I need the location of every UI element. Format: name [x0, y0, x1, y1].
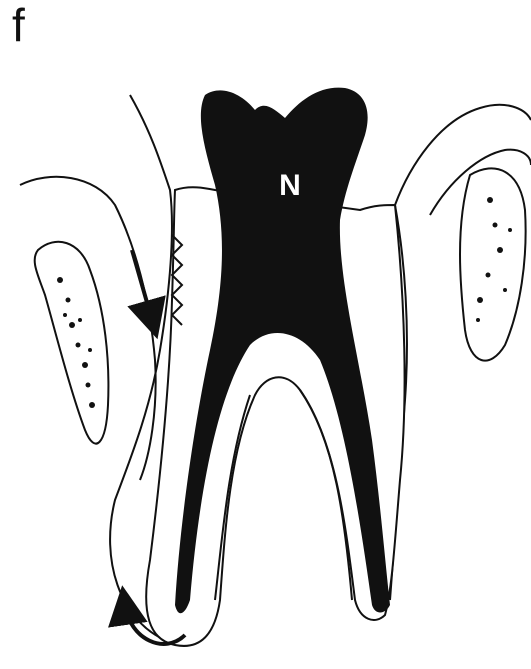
pulp-label: N — [279, 169, 301, 202]
right-bone-outline — [460, 168, 526, 360]
left-bone-trabeculae — [57, 277, 95, 408]
left-bone-outline — [35, 242, 109, 444]
right-bone-trabeculae — [476, 197, 512, 322]
right-gingiva-outer — [395, 105, 531, 205]
arrow-down-icon — [132, 250, 152, 320]
